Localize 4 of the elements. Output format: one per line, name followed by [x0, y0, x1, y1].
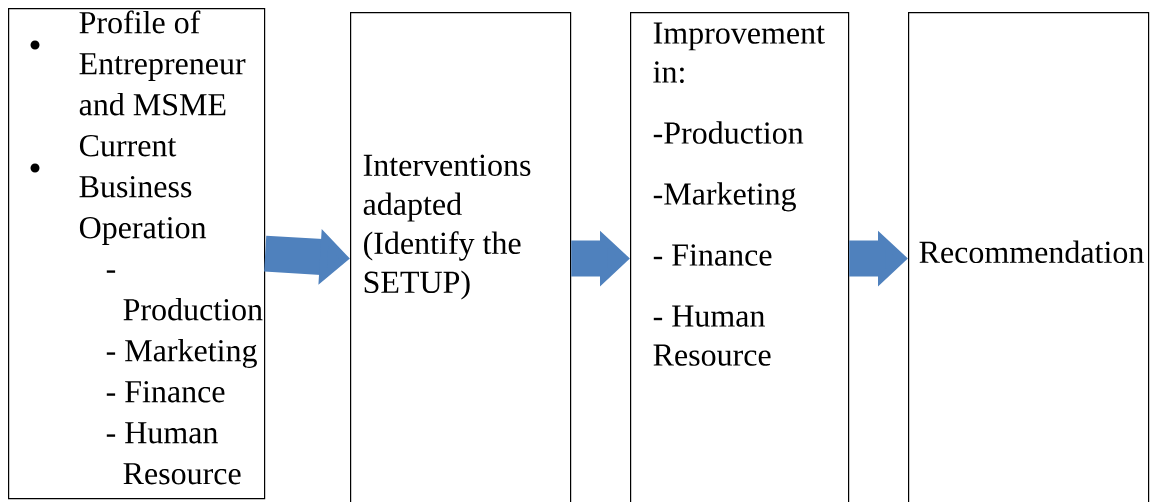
process-box: Interventions adapted (Identify the SETUP) [350, 12, 572, 502]
process-box: Recommendation [908, 12, 1150, 502]
process-box: Improvement in: -Production -Marketing - Finance - Human Resource [630, 12, 850, 502]
process-box: Profile of Entrepreneur and MSME Current Business Operation - Production - Marketing - Finance - Human Resource [8, 8, 266, 500]
